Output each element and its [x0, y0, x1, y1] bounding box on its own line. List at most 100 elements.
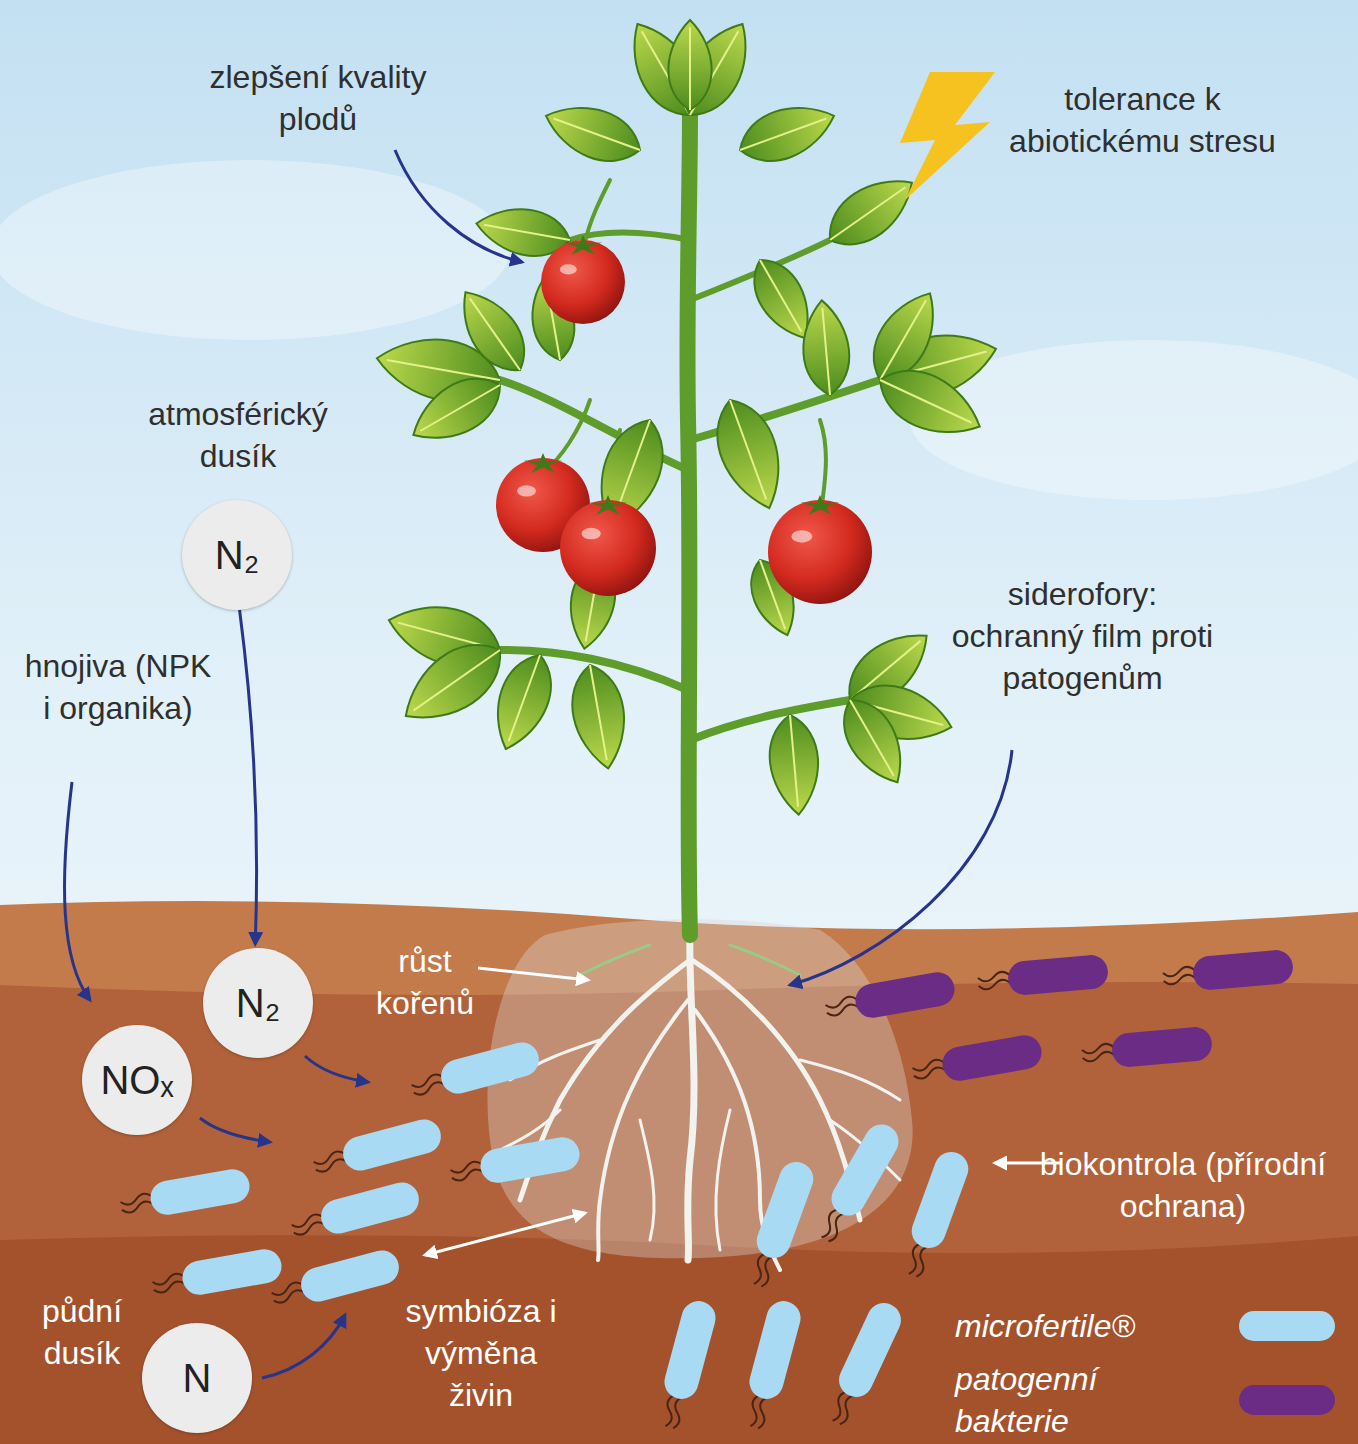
- leaf-vein: [730, 400, 766, 499]
- bacterium-body: [317, 1179, 422, 1238]
- tomato-sepal: [801, 495, 839, 515]
- text-label: atmosférický dusík: [118, 393, 358, 477]
- microfertile-bacterium: [268, 1247, 402, 1313]
- root: [640, 1120, 654, 1240]
- tomato-sepal: [524, 453, 562, 473]
- flagellum: [152, 1272, 186, 1293]
- flagellum: [291, 1213, 326, 1237]
- flagellum: [271, 1281, 306, 1305]
- leaflet: [401, 364, 512, 456]
- double-arrow: [425, 1213, 585, 1255]
- bacterium-body: [1007, 954, 1110, 997]
- leader-arrow: [65, 782, 90, 1000]
- leaf-vein: [830, 187, 905, 240]
- leaflet: [668, 11, 764, 127]
- leader-arrows: [65, 150, 1012, 1378]
- pathogen-bacterium: [977, 954, 1109, 999]
- bacterium-body: [1111, 1026, 1214, 1069]
- microfertile-bacterium: [821, 1298, 907, 1430]
- text-label: biokontrola (přírodní ochrana): [1018, 1143, 1348, 1227]
- node-text: NOₓ: [100, 1058, 173, 1103]
- node-text: N₂: [215, 533, 259, 578]
- microfertile-bacterium: [118, 1167, 252, 1223]
- microfertile-bacterium: [288, 1179, 422, 1245]
- tomato-body: [768, 500, 872, 604]
- soil-bottom: [0, 1235, 1358, 1444]
- leaf-vein: [470, 298, 520, 370]
- microfertile-bacterium: [810, 1118, 904, 1248]
- microfertile-bacterium: [897, 1147, 973, 1281]
- leaf-blade: [565, 661, 633, 773]
- leaf-blade: [869, 356, 991, 450]
- flagellum: [411, 1073, 446, 1097]
- leaf-vein: [689, 27, 691, 110]
- leaf-blade: [447, 279, 539, 383]
- flagellum: [662, 1394, 686, 1429]
- text-label: půdní dusík: [22, 1290, 142, 1374]
- text-label: zlepšení kvality plodů: [200, 56, 436, 140]
- text-label: tolerance k abiotickému stresu: [1005, 78, 1280, 162]
- microfertile-bacterium: [738, 1297, 804, 1431]
- tomato-body: [560, 500, 656, 596]
- nitrogen-circle: N₂: [182, 500, 292, 610]
- microfertile-bacterium: [310, 1116, 444, 1182]
- tomato-body: [541, 240, 625, 324]
- bacterium-body: [297, 1247, 402, 1306]
- leaflet: [538, 93, 648, 172]
- legend-row: microfertile®: [955, 1305, 1335, 1347]
- flagellum: [747, 1394, 771, 1429]
- leaf-blade: [538, 93, 648, 172]
- bacterium-body: [752, 1157, 818, 1263]
- leaflet: [390, 627, 516, 738]
- leaf-vein: [880, 300, 926, 380]
- leaf-vein: [790, 715, 798, 807]
- root: [580, 945, 650, 975]
- flagellum: [1082, 1043, 1115, 1062]
- leader-arrow: [790, 750, 1012, 985]
- leaf-blade: [668, 11, 764, 127]
- leaflet: [483, 647, 562, 757]
- legend-row: patogenní bakterie: [955, 1358, 1335, 1442]
- leaf-vein: [850, 700, 894, 776]
- tomato: [768, 495, 872, 604]
- leaflet: [668, 20, 711, 110]
- bacterium-body: [478, 1135, 582, 1186]
- bacterium-body: [825, 1118, 904, 1222]
- flagellum: [313, 1150, 348, 1174]
- bacterium-body: [148, 1167, 252, 1218]
- bacterium-body: [437, 1039, 542, 1098]
- leaf-blade: [401, 364, 512, 456]
- leaflet: [830, 689, 917, 794]
- leaf-blade: [799, 298, 853, 397]
- leaf-vein: [590, 665, 607, 760]
- microfertile-bacterium: [742, 1157, 818, 1291]
- leaf-vein: [484, 225, 570, 240]
- tomato-highlight: [517, 485, 536, 496]
- tomato-sepal: [589, 495, 627, 515]
- leader-arrow: [305, 1056, 368, 1082]
- legend-text: patogenní bakterie: [955, 1358, 1185, 1442]
- leader-arrow: [395, 150, 522, 262]
- tomato: [560, 495, 656, 596]
- leaves: [372, 11, 1004, 816]
- leaf-blade: [483, 647, 562, 757]
- legend-text: microfertile®: [955, 1305, 1185, 1347]
- text-label: hnojiva (NPK i organika): [20, 645, 216, 729]
- fruit-stalk: [820, 420, 826, 505]
- microfertile-bacterium: [448, 1135, 582, 1191]
- leaf-blade: [732, 93, 842, 172]
- cloud: [0, 160, 510, 340]
- lightning-bolt: [900, 72, 995, 200]
- flow-arrow: [240, 610, 257, 944]
- leaf-vein: [420, 385, 500, 431]
- bacterium-body: [940, 1033, 1044, 1084]
- tomato-highlight: [582, 528, 601, 540]
- root-zone: [487, 919, 912, 1258]
- leaf-blade: [704, 391, 795, 518]
- leader-arrow: [200, 1118, 270, 1142]
- leaflet: [816, 163, 925, 260]
- soil-top: [0, 901, 1358, 1444]
- pathogen-bacterium: [1081, 1026, 1213, 1071]
- bacterium-body: [1192, 949, 1295, 992]
